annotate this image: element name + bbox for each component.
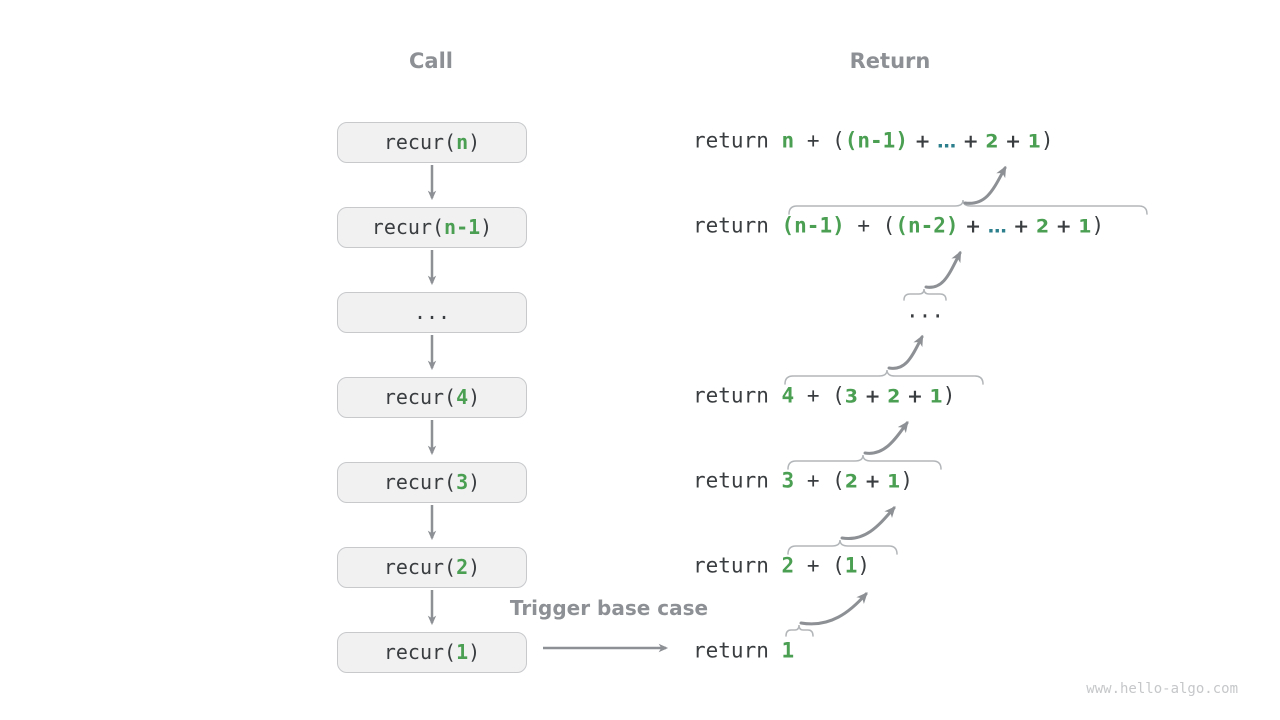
expression-segment: 2	[844, 470, 858, 493]
expression-segment: 2	[456, 555, 469, 579]
call-box: recur(n)	[337, 121, 527, 163]
expression-segment: + (	[794, 553, 845, 578]
expression-segment: …	[937, 130, 957, 153]
expression-segment: )	[468, 555, 481, 579]
expression-segment: 2	[887, 385, 901, 408]
expression-segment: recur(	[383, 555, 457, 579]
expression-segment: 3	[781, 468, 795, 493]
expression-segment: return	[693, 383, 782, 408]
expression-segment: )	[468, 130, 481, 154]
expression-segment: return	[693, 213, 782, 238]
return-line: return 1	[693, 638, 795, 663]
watermark: www.hello-algo.com	[1086, 681, 1238, 697]
expression-segment: ...	[906, 298, 944, 323]
expression-segment: 1	[1027, 130, 1041, 153]
expression-segment: 3	[844, 385, 858, 408]
expression-segment: + (	[794, 128, 845, 153]
brace-row-3	[903, 288, 947, 301]
expression-segment: recur(	[371, 215, 445, 239]
call-box: ...	[337, 291, 527, 333]
expression-segment: return	[693, 468, 782, 493]
expression-segment: (n-1)	[844, 128, 908, 153]
expression-segment: +	[956, 130, 986, 153]
expression-segment: recur(	[383, 470, 457, 494]
brace-row-6	[787, 539, 898, 555]
expression-segment: recur(	[383, 130, 457, 154]
expression-segment: +	[900, 385, 930, 408]
expression-segment: recur(	[383, 385, 457, 409]
expression-segment: +	[857, 470, 888, 493]
expression-segment: 1	[887, 470, 901, 493]
expression-segment: )	[1091, 213, 1105, 238]
expression-segment: + (	[794, 468, 845, 493]
return-line: return 2 + (1)	[693, 553, 871, 578]
expression-segment: )	[468, 470, 481, 494]
return-line: return (n-1) + ((n-2) + … + 2 + 1)	[693, 213, 1105, 238]
call-box: recur(1)	[337, 631, 527, 673]
expression-segment: 3	[456, 470, 469, 494]
expression-segment: n-1	[444, 215, 481, 239]
brace-row-5	[787, 454, 942, 470]
call-box: recur(4)	[337, 376, 527, 418]
expression-segment: …	[987, 215, 1007, 238]
expression-segment: 2	[781, 553, 795, 578]
return-line: return 3 + (2 + 1)	[693, 468, 914, 493]
return-column-header: Return	[849, 49, 931, 73]
expression-segment: n	[456, 130, 469, 154]
expression-segment: ...	[413, 300, 451, 324]
expression-segment: )	[942, 383, 956, 408]
expression-segment: )	[900, 468, 914, 493]
brace-row-7	[785, 624, 814, 637]
call-box: recur(n-1)	[337, 206, 527, 248]
expression-segment: n	[781, 128, 795, 153]
expression-segment: )	[468, 640, 481, 664]
expression-segment: 4	[456, 385, 469, 409]
expression-segment: +	[1049, 215, 1079, 238]
expression-segment: 4	[781, 383, 795, 408]
expression-segment: + (	[794, 383, 845, 408]
return-line: return 4 + (3 + 2 + 1)	[693, 383, 956, 408]
expression-segment: + (	[844, 213, 896, 238]
return-curved-arrows	[799, 165, 1007, 626]
expression-segment: 2	[1035, 215, 1050, 238]
expression-segment: +	[907, 130, 938, 153]
expression-segment: return	[693, 128, 782, 153]
expression-segment: 1	[456, 640, 469, 664]
call-box: recur(3)	[337, 461, 527, 503]
expression-segment: 2	[985, 130, 999, 153]
expression-segment: )	[480, 215, 493, 239]
expression-segment: (n-2)	[895, 213, 959, 238]
expression-segment: +	[998, 130, 1028, 153]
trigger-base-case-label: Trigger base case	[509, 596, 709, 620]
brace-row-2	[788, 199, 1148, 215]
expression-segment: )	[857, 553, 871, 578]
return-line: return n + ((n-1) + … + 2 + 1)	[693, 128, 1054, 153]
expression-segment: (n-1)	[781, 213, 845, 238]
expression-segment: 1	[781, 638, 795, 663]
expression-braces	[784, 199, 1148, 637]
call-box: recur(2)	[337, 546, 527, 588]
expression-segment: recur(	[383, 640, 457, 664]
expression-segment: +	[857, 385, 888, 408]
return-ellipsis: ...	[906, 298, 944, 323]
expression-segment: return	[693, 638, 782, 663]
expression-segment: +	[1006, 215, 1036, 238]
expression-segment: +	[958, 215, 988, 238]
expression-segment: 1	[844, 553, 858, 578]
brace-row-4	[784, 369, 984, 385]
call-column-header: Call	[409, 49, 453, 73]
expression-segment: 1	[1078, 215, 1092, 238]
expression-segment: return	[693, 553, 782, 578]
expression-segment: )	[468, 385, 481, 409]
expression-segment: 1	[929, 385, 943, 408]
expression-segment: )	[1040, 128, 1054, 153]
